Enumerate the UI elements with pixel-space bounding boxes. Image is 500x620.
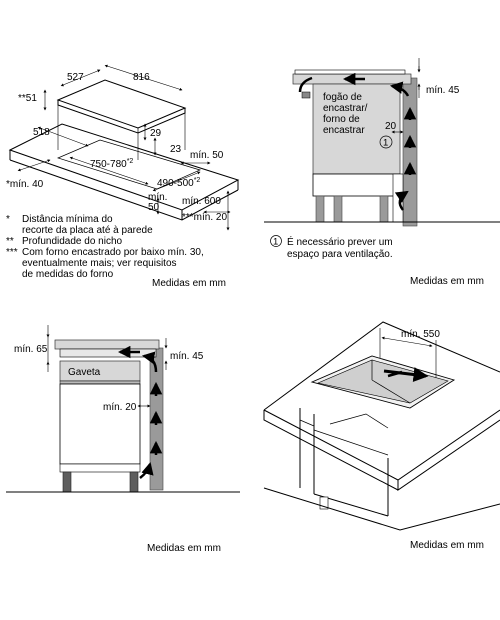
note-1-line-2: recorte da placa até à parede (22, 225, 153, 236)
callout-circle (379, 135, 393, 149)
note-mark-3: *** (6, 247, 18, 258)
range-label-4: encastrar (323, 125, 365, 136)
note-3-line-1: Com forno encastrado por baixo mín. 30, (22, 247, 204, 258)
leg-right (379, 195, 389, 223)
plinth-box (312, 173, 401, 197)
units-label-1: Medidas em mm (152, 278, 226, 289)
dim-29: 29 (150, 128, 162, 139)
panel-countertop: mín. 550 Medidas em mm (263, 321, 500, 551)
leg-mid (333, 195, 343, 223)
note-circle-number: 1 (273, 237, 278, 248)
note-mark-1: * (6, 214, 10, 225)
wall (402, 77, 418, 227)
panel-built-in-range: mín. 45 20 1 fogão de encastrar/ forno d… (264, 58, 500, 287)
units-label-3: Medidas em mm (147, 543, 221, 554)
leg-left (315, 195, 325, 223)
worktop-outline (263, 321, 500, 411)
counter-min-550: mín. 550 (401, 329, 440, 340)
dim-23: 23 (170, 144, 182, 155)
note-1-line-1: Distância mínima do (22, 214, 113, 225)
panel-cooktop-cutout: 527 816 **51 518 29 23 mín. 50 750-780*2… (6, 64, 240, 289)
note-3-line-3: de medidas do forno (22, 269, 114, 280)
drawer-min-65: mín. 65 (14, 344, 48, 355)
cabinet-body (59, 383, 141, 465)
worktop (54, 339, 160, 350)
dim-min-40: *mín. 40 (6, 179, 44, 190)
dim-min-20: ***mín. 20 (182, 212, 227, 223)
dim-518: 518 (33, 127, 50, 138)
dim-min-600: mín. 600 (182, 196, 221, 207)
callout-number: 1 (383, 138, 388, 149)
vent-note-line-2: espaço para ventilação. (287, 249, 393, 260)
dim-527: 527 (67, 72, 84, 83)
dim-min-50: mín. 50 (190, 150, 224, 161)
range-dim-20: 20 (385, 121, 397, 132)
units-label-2: Medidas em mm (410, 276, 484, 287)
footnotes: * Distância mínima do recorte da placa a… (6, 214, 204, 280)
range-label-2: encastrar/ (323, 103, 368, 114)
note-2-line-1: Profundidade do nicho (22, 236, 123, 247)
dim-816: 816 (133, 72, 150, 83)
range-label-1: fogão de (323, 92, 362, 103)
leg-right (129, 471, 139, 493)
dim-min-label: mín. (148, 192, 167, 203)
range-min-45: mín. 45 (426, 85, 460, 96)
drawer-label: Gaveta (68, 367, 101, 378)
dim-cut-width: 750-780*2 (90, 158, 133, 170)
vent-note-line-1: É necessário prever um (287, 235, 393, 248)
dim-51: **51 (18, 93, 37, 104)
floor (263, 487, 500, 531)
drawer-min-20: mín. 20 (103, 402, 137, 413)
leg-left (62, 471, 72, 493)
dim-min-50-b: 50 (148, 202, 160, 213)
airflow-arrow (383, 367, 429, 382)
note-mark-2: ** (6, 236, 14, 247)
units-label-4: Medidas em mm (410, 540, 484, 551)
panel-drawer: mín. 65 mín. 45 Gaveta mín. 20 Medidas e… (6, 325, 240, 554)
dim-cut-depth: 490-500*2 (157, 177, 200, 189)
note-3-line-2: eventualmente mais; ver requisitos (22, 258, 177, 269)
drawer-min-45: mín. 45 (170, 351, 204, 362)
range-label-3: forno de (323, 114, 360, 125)
